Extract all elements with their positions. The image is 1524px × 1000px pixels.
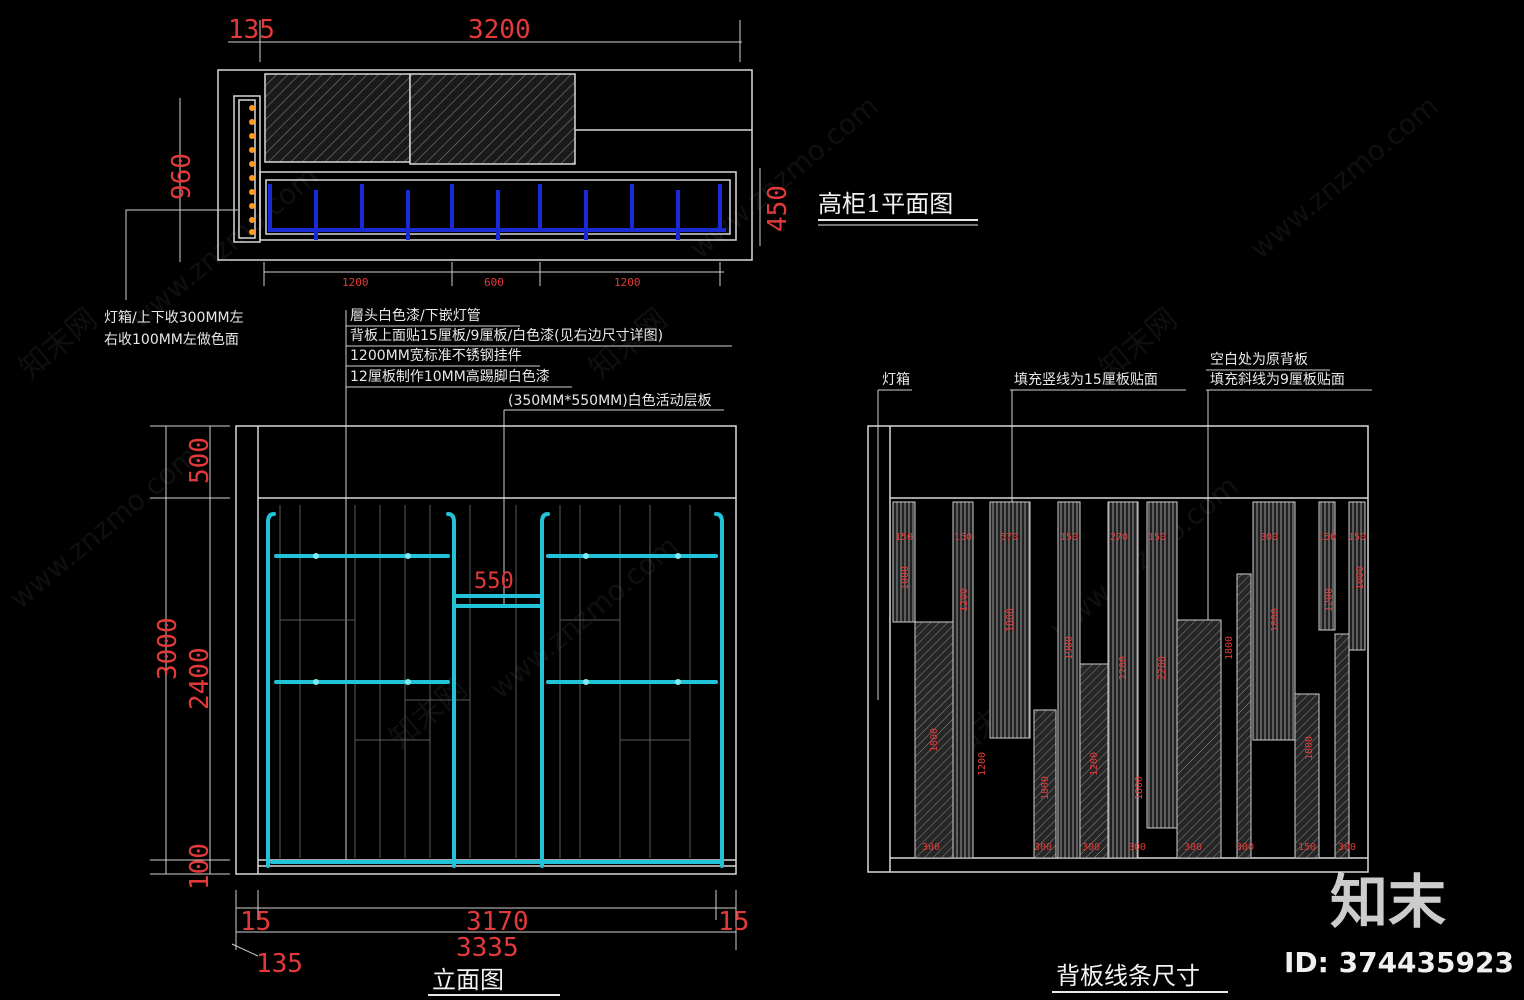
back-top-label: 570 [1000, 532, 1018, 543]
back-vertical-label: 1200 [959, 588, 970, 612]
watermark-text: www.znzmo.com [123, 159, 324, 335]
elevation-dim-15-right: 15 [718, 907, 749, 937]
elevation-notes: 層头白色漆/下嵌灯管 背板上面贴15厘板/9厘板/白色漆(见右边尺寸详图) 12… [345, 307, 732, 860]
brand-logo: 知末 [1330, 868, 1446, 936]
back-vertical-label: 1800 [1134, 776, 1145, 800]
plan-dim-450: 450 [763, 185, 793, 232]
back-vertical-label: 1800 [1304, 736, 1315, 760]
back-vertical-label: 1000 [900, 566, 911, 590]
back-note-vertical: 填充竖线为15厘板贴面 [1014, 372, 1158, 388]
back-vertical-label: 1200 [1089, 752, 1100, 776]
back-bottom-label: 300 [1128, 842, 1146, 853]
elevation-note-5: (350MM*550MM)白色活动层板 [508, 392, 712, 409]
back-top-label: 150 [1148, 532, 1166, 543]
elevation-dim-135: 135 [256, 949, 303, 979]
back-vertical-label: 1800 [1040, 776, 1051, 800]
back-vertical-label: 1200 [1324, 588, 1335, 612]
elevation-note-1: 層头白色漆/下嵌灯管 [350, 307, 481, 324]
back-top-label: 150 [895, 532, 913, 543]
elevation-shelf-dots [313, 553, 681, 685]
back-top-label: 150 [1318, 532, 1336, 543]
back-vertical-label: 2200 [1157, 656, 1168, 680]
back-vertical-labels: 1000 1200 1800 1900 2200 2200 1800 1800 … [900, 566, 1366, 800]
back-note-diagonal: 填充斜线为9厘板贴面 [1210, 372, 1345, 388]
elevation-dim-3170: 3170 [466, 907, 529, 937]
elevation-dimension-lines [150, 425, 737, 957]
back-bottom-label: 300 [1034, 842, 1052, 853]
watermark-text: 知末网 [13, 301, 104, 386]
back-bottom-label: 300 [1236, 842, 1254, 853]
back-bottom-label: 300 [1082, 842, 1100, 853]
plan-dim-bottom-2: 600 [484, 276, 504, 289]
plan-dim-960: 960 [167, 153, 197, 200]
elevation-note-2: 背板上面贴15厘板/9厘板/白色漆(见右边尺寸详图) [350, 327, 663, 344]
back-note-blank: 空白处为原背板 [1210, 352, 1308, 368]
back-bottom-label: 300 [1338, 842, 1356, 853]
watermark-text: www.znzmo.com [1243, 89, 1444, 265]
back-vertical-label: 1800 [1224, 636, 1235, 660]
back-top-labels: 150 150 570 150 270 150 300 150 150 [895, 532, 1366, 543]
back-vertical-label: 1800 [929, 728, 940, 752]
back-top-label: 270 [1110, 532, 1128, 543]
lamp-note-line2: 右收100MM左做色面 [104, 331, 239, 348]
watermark-text: www.znzmo.com [683, 89, 884, 265]
back-vertical-label: 1200 [977, 752, 988, 776]
watermark-text: www.znzmo.com [3, 439, 204, 615]
back-strips [892, 501, 1366, 859]
elevation-dim-3000: 3000 [153, 617, 183, 680]
elevation-dim-550: 550 [474, 569, 514, 594]
watermark-text: 知末网 [383, 671, 474, 756]
back-top-label: 150 [1060, 532, 1078, 543]
plan-dimension-lines [125, 20, 761, 300]
back-bottom-label: 300 [1184, 842, 1202, 853]
back-note-lamp: 灯箱 [882, 372, 910, 388]
plan-rack [268, 184, 726, 240]
back-top-label: 150 [954, 532, 972, 543]
lamp-note-line1: 灯箱/上下收300MM左 [104, 310, 244, 326]
back-notes: 灯箱 填充竖线为15厘板贴面 空白处为原背板 填充斜线为9厘板贴面 [877, 352, 1372, 700]
back-bottom-label: 300 [922, 842, 940, 853]
plan-lamps [249, 105, 255, 235]
back-vertical-label: 2200 [1118, 656, 1129, 680]
plan-view [217, 69, 753, 261]
elevation-note-4: 12厘板制作10MM高踢脚白色漆 [350, 368, 550, 385]
image-id: ID: 374435923 [1284, 946, 1514, 979]
elevation-view [235, 425, 737, 875]
plan-dim-bottom-3: 1200 [614, 276, 641, 289]
elevation-dim-15-left: 15 [240, 907, 271, 937]
back-top-label: 300 [1260, 532, 1278, 543]
elevation-title: 立面图 [432, 966, 504, 994]
elevation-dim-2400: 2400 [185, 647, 215, 710]
plan-dim-bottom-1: 1200 [342, 276, 369, 289]
back-vertical-label: 1800 [1005, 608, 1016, 632]
back-title: 背板线条尺寸 [1056, 962, 1200, 990]
back-vertical-label: 1900 [1064, 636, 1075, 660]
plan-title: 高柜1平面图 [818, 190, 953, 218]
back-vertical-label: 1000 [1355, 566, 1366, 590]
elevation-shelving [266, 512, 724, 868]
back-top-label: 150 [1348, 532, 1366, 543]
elevation-note-3: 1200MM宽标准不锈钢挂件 [350, 347, 522, 364]
elevation-dim-500: 500 [185, 437, 215, 484]
elevation-dim-3335: 3335 [456, 933, 519, 963]
back-vertical-label: 1800 [1270, 608, 1281, 632]
back-bottom-labels: 300 300 300 300 300 300 150 300 [922, 842, 1356, 853]
plan-dim-3200: 3200 [468, 15, 531, 45]
plan-dim-135: 135 [228, 15, 275, 45]
elevation-dim-100: 100 [185, 843, 215, 890]
back-bottom-label: 150 [1298, 842, 1316, 853]
